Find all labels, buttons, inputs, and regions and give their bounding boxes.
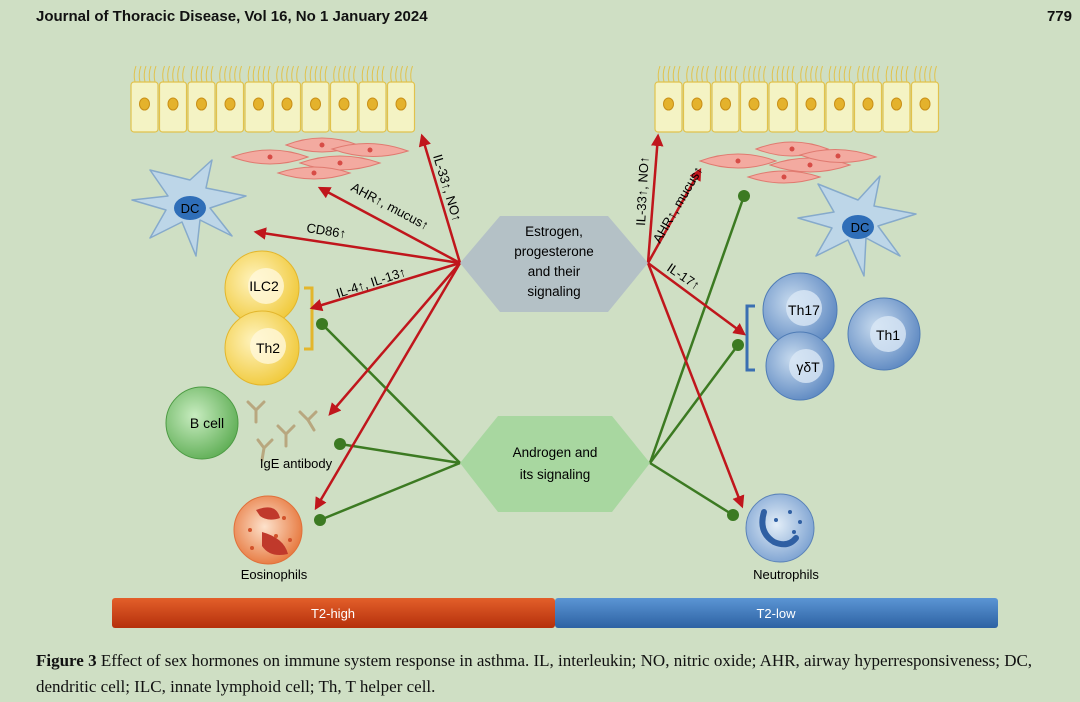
left-epithelium	[130, 65, 416, 133]
epithelial-nucleus	[224, 97, 236, 111]
ige-antibody-label: IgE antibody	[260, 456, 333, 471]
eosinophils-label: Eosinophils	[241, 567, 308, 582]
left-smooth-muscle	[230, 137, 410, 180]
t2-high-label: T2-high	[311, 606, 355, 621]
th2-ilc2-bracket	[304, 286, 314, 351]
epithelial-nucleus	[167, 97, 179, 111]
cilia	[190, 65, 214, 83]
sex-hormone-figure: DC ILC2 Th2 B cell IgE antibody Eosinoph…	[112, 65, 998, 628]
svg-text:Th17: Th17	[788, 302, 820, 318]
epithelial-nucleus	[919, 97, 931, 111]
label-left-cd86: CD86↑	[306, 220, 348, 241]
epithelial-nucleus	[862, 97, 874, 111]
inhibition-endpoints	[314, 190, 750, 526]
left-dendritic-cell: DC	[131, 159, 247, 257]
gamma-delta-t-cell: γδT	[765, 331, 835, 401]
svg-text:γδT: γδT	[796, 359, 820, 375]
t2-low-bar	[555, 598, 998, 628]
cilia	[276, 65, 299, 83]
estrogen-hexagon-line-2: progesterone	[514, 244, 594, 259]
figure-label: Figure 3	[36, 651, 97, 670]
androgen-hexagon-line-2: its signaling	[520, 467, 591, 482]
epithelial-nucleus	[720, 97, 731, 111]
cilia	[361, 65, 385, 83]
epithelial-nucleus	[281, 97, 293, 111]
epithelial-nucleus	[805, 97, 817, 111]
cilia	[304, 65, 328, 83]
cilia	[247, 65, 271, 83]
epithelial-nucleus	[777, 97, 788, 111]
cilia	[857, 65, 880, 83]
cilia	[333, 65, 356, 83]
t2-high-bar	[112, 598, 555, 628]
estrogen-stimulation-arrows	[253, 133, 747, 511]
svg-text:DC: DC	[851, 220, 870, 235]
right-smooth-muscle	[698, 141, 878, 184]
svg-text:Th1: Th1	[876, 327, 900, 343]
estrogen-hexagon-line-4: signaling	[527, 284, 580, 299]
cilia	[771, 65, 795, 83]
epithelial-nucleus	[196, 97, 207, 111]
figure-caption: Figure 3 Effect of sex hormones on immun…	[36, 648, 1076, 700]
b-cell: B cell	[165, 386, 239, 460]
estrogen-hexagon	[460, 216, 648, 312]
cilia	[885, 65, 909, 83]
cilia	[828, 65, 852, 83]
label-left-il33-no: IL-33↑, NO↑	[430, 152, 465, 223]
ige-antibodies	[246, 400, 318, 462]
androgen-inhibition-lines	[319, 195, 746, 522]
epithelial-nucleus	[253, 97, 264, 111]
epithelial-nucleus	[395, 97, 407, 111]
cilia	[657, 65, 681, 83]
journal-title: Journal of Thoracic Disease, Vol 16, No …	[36, 8, 428, 25]
cilia	[390, 65, 413, 83]
th17-cell: Th17	[762, 272, 838, 348]
neutrophils-label: Neutrophils	[753, 567, 819, 582]
label-right-ahr-mucus: AHR↑, mucus↑	[650, 164, 706, 246]
left-dc-label: DC	[181, 201, 200, 216]
cilia	[219, 65, 242, 83]
epithelial-nucleus	[834, 97, 845, 111]
cilia	[914, 65, 937, 83]
label-right-il33-no: IL-33↑, NO↑	[633, 156, 652, 226]
neutrophil	[745, 493, 815, 563]
epithelial-nucleus	[367, 97, 378, 111]
androgen-hexagon-line-1: Androgen and	[513, 445, 598, 460]
epithelial-nucleus	[139, 97, 150, 111]
epithelial-nucleus	[310, 97, 321, 111]
cilia	[162, 65, 185, 83]
epithelial-nucleus	[891, 97, 902, 111]
svg-text:Th2: Th2	[256, 340, 280, 356]
epithelial-nucleus	[663, 97, 674, 111]
cilia	[686, 65, 709, 83]
cilia	[743, 65, 766, 83]
th17-gdt-bracket	[745, 304, 755, 372]
ilc2-cell: ILC2	[224, 250, 300, 326]
epithelial-nucleus	[691, 97, 703, 111]
page-header: Journal of Thoracic Disease, Vol 16, No …	[0, 0, 1080, 32]
right-epithelium	[654, 65, 940, 133]
page-number: 779	[1046, 8, 1072, 25]
svg-text:ILC2: ILC2	[249, 278, 279, 294]
th1-cell: Th1	[847, 297, 921, 371]
cilia	[800, 65, 823, 83]
epithelial-nucleus	[748, 97, 760, 111]
right-dendritic-cell: DC	[797, 175, 917, 277]
caption-text: Effect of sex hormones on immune system …	[36, 651, 1033, 696]
th2-cell: Th2	[224, 310, 300, 386]
t2-low-label: T2-low	[756, 606, 796, 621]
estrogen-hexagon-line-1: Estrogen,	[525, 224, 583, 239]
cilia	[714, 65, 738, 83]
estrogen-hexagon-line-3: and their	[528, 264, 581, 279]
androgen-hexagon	[460, 416, 650, 512]
epithelial-nucleus	[338, 97, 350, 111]
cilia	[133, 65, 157, 83]
svg-text:B cell: B cell	[190, 415, 224, 431]
eosinophil	[233, 495, 303, 565]
